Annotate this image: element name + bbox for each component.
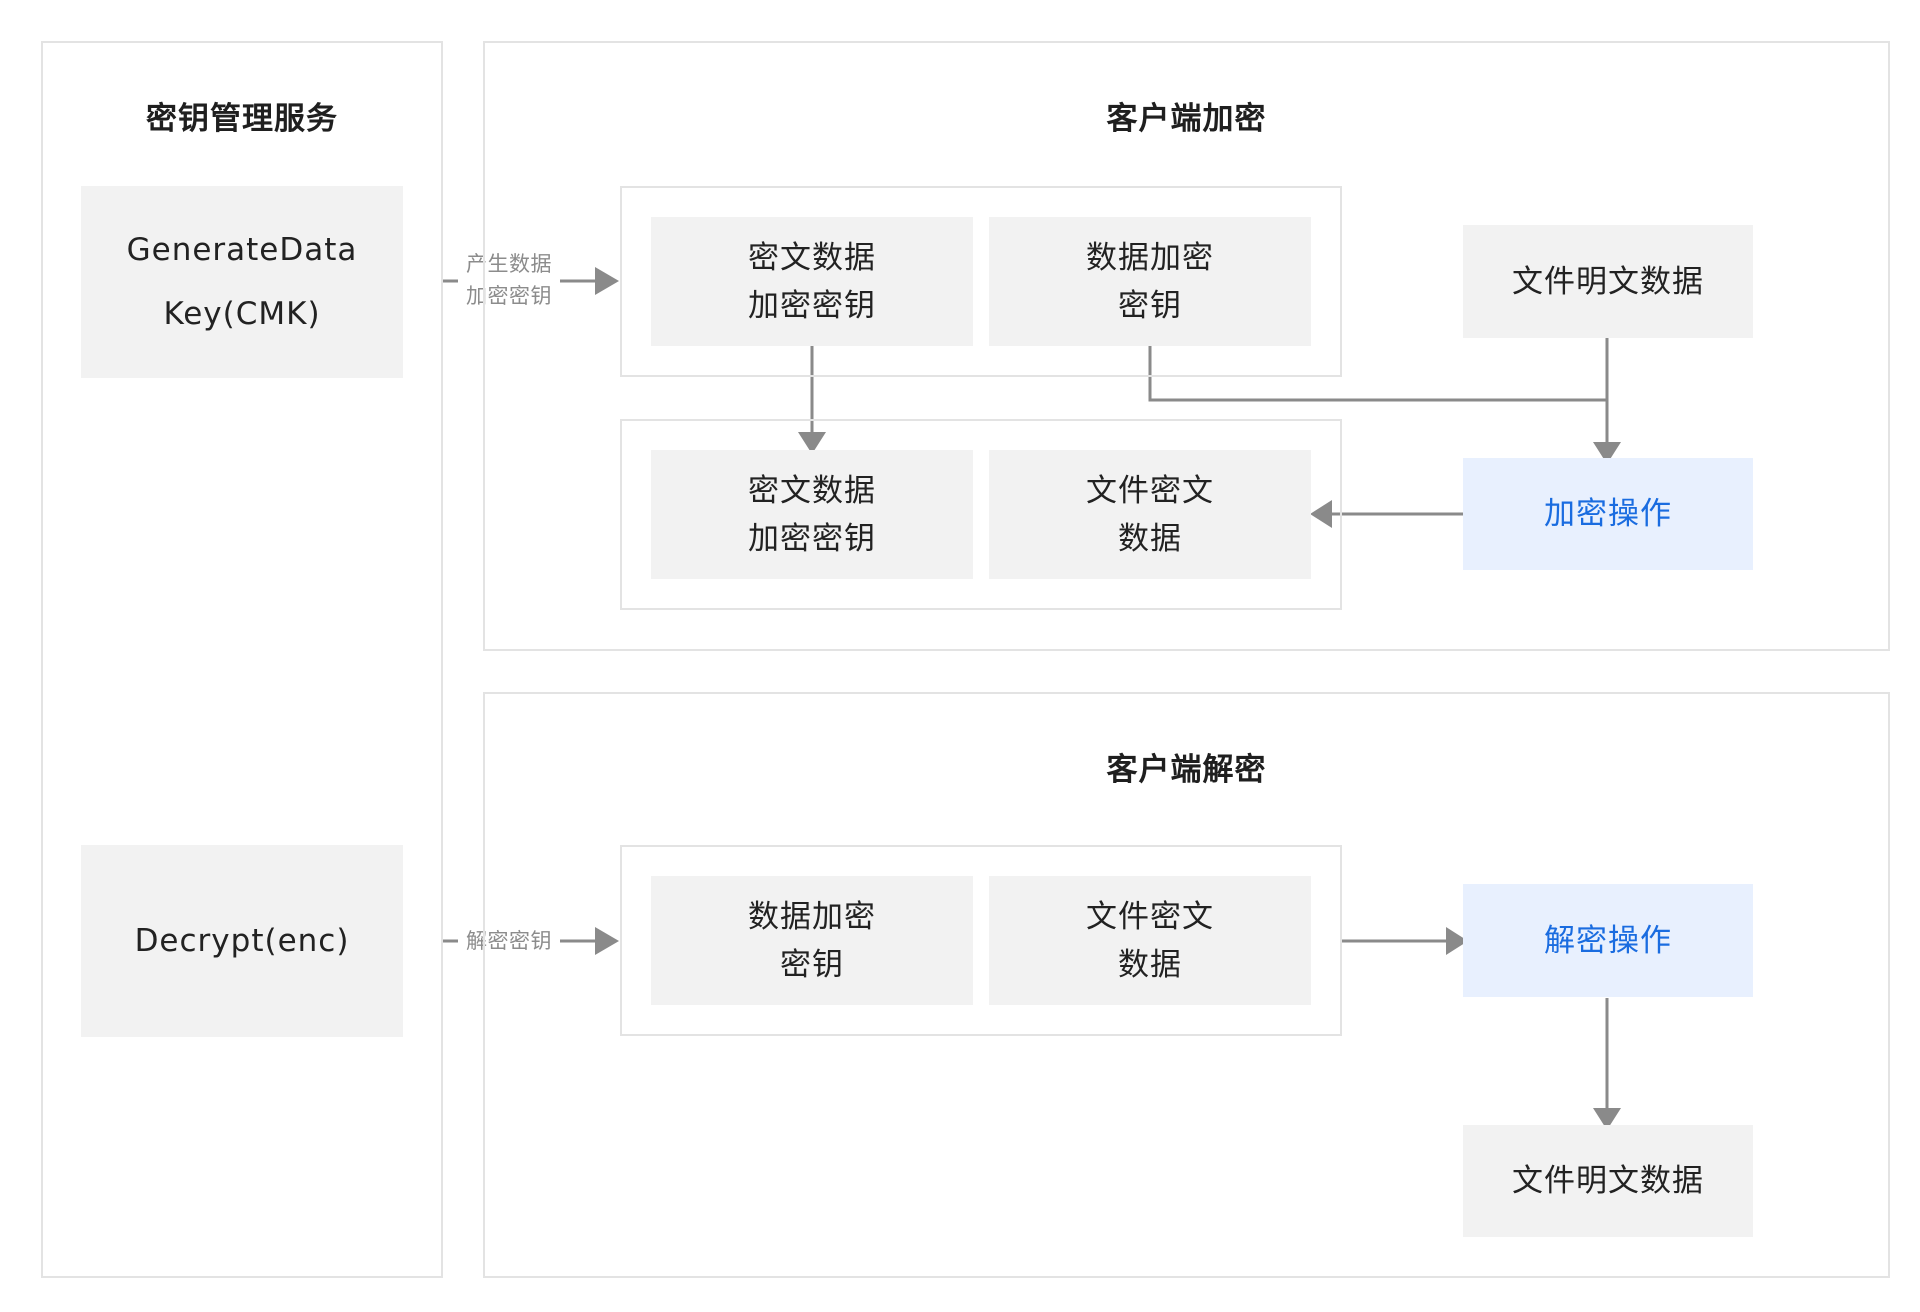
decrypt-enc-label: Decrypt(enc) [134, 923, 350, 959]
generate-edge-line2: 加密密钥 [466, 284, 552, 308]
arrowhead-cipher-key-down [798, 432, 826, 454]
arrowhead-plaintext-out [1593, 1108, 1621, 1130]
encrypt-plaintext-label: 文件明文数据 [1512, 263, 1704, 300]
encrypt-cipher-key-box: 密文数据 加密密钥 [651, 217, 973, 346]
decrypt-edge-text: 解密密钥 [466, 929, 552, 953]
generate-edge-line1: 产生数据 [466, 252, 552, 276]
generate-data-key-box: GenerateData Key(CMK) [81, 186, 403, 378]
decrypt-plaintext-label: 文件明文数据 [1512, 1163, 1704, 1199]
decrypt-data-key-box: 数据加密 密钥 [651, 876, 973, 1005]
decrypt-cipher-file-box: 文件密文 数据 [989, 876, 1311, 1005]
decrypt-operation-box: 解密操作 [1463, 884, 1753, 997]
cipher-file-line2: 数据 [1118, 520, 1182, 557]
output-cipher-key-line2: 加密密钥 [748, 520, 876, 557]
generate-edge-label: 产生数据 加密密钥 [458, 248, 560, 312]
decrypt-edge-label: 解密密钥 [458, 925, 560, 957]
encrypt-data-key-box: 数据加密 密钥 [989, 217, 1311, 346]
client-encrypt-panel: 客户端加密 [483, 41, 1890, 651]
encrypt-key-group [620, 186, 1342, 377]
data-key-line1: 数据加密 [1086, 239, 1214, 276]
cipher-file-line1: 文件密文 [1086, 472, 1214, 509]
arrowhead-decrypt-key [595, 927, 619, 955]
decrypt-cipher-file-line1: 文件密文 [1086, 898, 1214, 935]
client-decrypt-panel: 客户端解密 [483, 692, 1890, 1278]
data-key-to-encrypt-line [1148, 346, 1607, 402]
arrowhead-cipher-file [1310, 500, 1332, 528]
generate-line2: Key(CMK) [163, 296, 321, 332]
generate-line1: GenerateData [126, 232, 358, 268]
arrowhead-decrypt-op [1446, 927, 1468, 955]
decrypt-operation-label: 解密操作 [1544, 922, 1672, 959]
decrypt-enc-box: Decrypt(enc) [81, 845, 403, 1037]
encrypt-operation-box: 加密操作 [1463, 458, 1753, 570]
decrypt-data-key-line1: 数据加密 [748, 898, 876, 935]
kms-panel-title: 密钥管理服务 [146, 101, 338, 137]
encrypt-output-cipher-key-box: 密文数据 加密密钥 [651, 450, 973, 579]
decrypt-input-group [620, 845, 1342, 1036]
encrypt-output-group [620, 419, 1342, 610]
encrypt-operation-label: 加密操作 [1544, 496, 1672, 532]
arrowhead-encrypt-op [1593, 442, 1621, 464]
arrowhead-generate [595, 267, 619, 295]
encrypt-plaintext-box: 文件明文数据 [1463, 225, 1753, 338]
decrypt-panel-title: 客户端解密 [1106, 752, 1267, 788]
data-key-line2: 密钥 [1118, 287, 1182, 324]
encrypt-output-cipher-file-box: 文件密文 数据 [989, 450, 1311, 579]
decrypt-cipher-file-line2: 数据 [1118, 946, 1182, 983]
output-cipher-key-line1: 密文数据 [748, 472, 876, 509]
cipher-key-line1: 密文数据 [748, 239, 876, 276]
decrypt-data-key-line2: 密钥 [780, 946, 844, 983]
encrypt-panel-title: 客户端加密 [1106, 101, 1267, 137]
decrypt-plaintext-box: 文件明文数据 [1463, 1125, 1753, 1237]
cipher-key-line2: 加密密钥 [748, 287, 876, 324]
